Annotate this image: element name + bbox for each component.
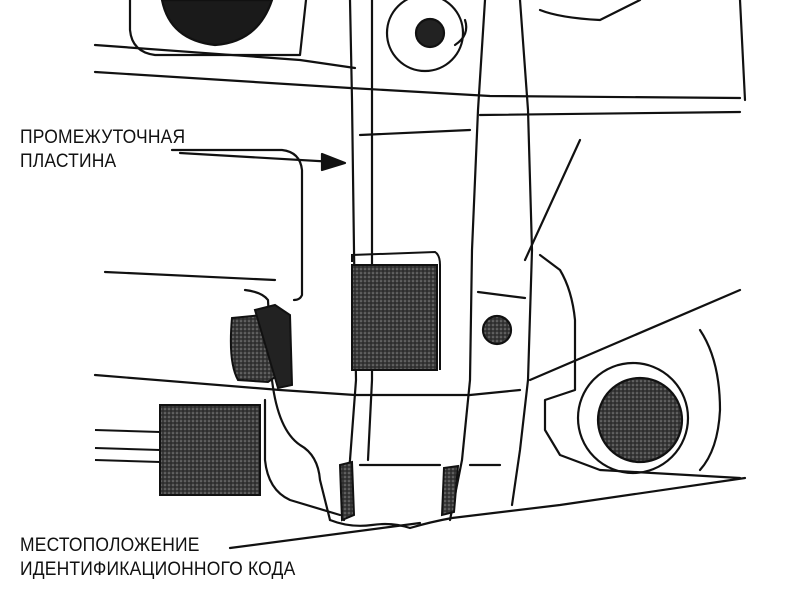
right-edge-line — [738, 0, 747, 102]
top-bolt-hook — [453, 18, 468, 47]
left-lower-boss — [263, 398, 342, 517]
plate-window — [351, 264, 438, 371]
plate-right-strip — [510, 0, 534, 507]
plate-bolt — [481, 314, 513, 346]
idcode-mark-left — [338, 460, 356, 522]
upper-cover-line — [93, 70, 742, 100]
bottom-edge — [328, 476, 747, 530]
left-connector-base — [253, 303, 294, 390]
id-code-location-label-line1: МЕСТОПОЛОЖЕНИЕ — [20, 535, 200, 556]
lower-left-cable — [94, 429, 161, 463]
plate-diagonal-brace — [523, 138, 582, 262]
upper-housing-line — [93, 43, 357, 70]
lower-left-block — [159, 404, 261, 496]
right-housing-outline — [538, 253, 742, 480]
plate-leader-line — [170, 148, 304, 302]
plate-window-frame — [351, 250, 441, 370]
intermediate-plate-label-line1: ПРОМЕЖУТОЧНАЯ — [20, 127, 186, 148]
top-bolt-ring — [385, 0, 465, 73]
id-code-location-label-line2: ИДЕНТИФИКАЦИОННОГО КОДА — [20, 559, 296, 580]
plate-lower-cross — [476, 290, 527, 300]
plate-inner-line — [366, 0, 374, 462]
id-code-location-label: МЕСТОПОЛОЖЕНИЕ ИДЕНТИФИКАЦИОННОГО КОДА — [20, 534, 295, 582]
left-housing-line-3 — [243, 288, 332, 522]
idcode-leader-line — [228, 521, 422, 550]
top-bolt-head — [414, 17, 446, 49]
plate-upper-cross — [478, 110, 742, 117]
right-rounded-outline — [698, 328, 722, 472]
plate-arrow-head — [320, 152, 347, 172]
drain-plug-ring — [576, 361, 690, 475]
upper-flange-line — [538, 0, 642, 22]
top-left-disc — [160, 0, 274, 47]
intermediate-plate-label: ПРОМЕЖУТОЧНАЯ ПЛАСТИНА — [20, 126, 185, 174]
drain-plug-head — [596, 376, 684, 464]
left-housing-line-1 — [103, 270, 277, 282]
intermediate-plate-right-edge — [448, 0, 487, 522]
plate-cross-line — [358, 128, 472, 137]
intermediate-plate-left-edge — [342, 0, 358, 522]
left-housing-line-2 — [93, 373, 522, 397]
intermediate-plate-label-line2: ПЛАСТИНА — [20, 151, 117, 172]
right-sloped-line — [528, 288, 742, 382]
idcode-mark-right — [440, 464, 460, 517]
plate-arrow-line — [178, 151, 337, 164]
